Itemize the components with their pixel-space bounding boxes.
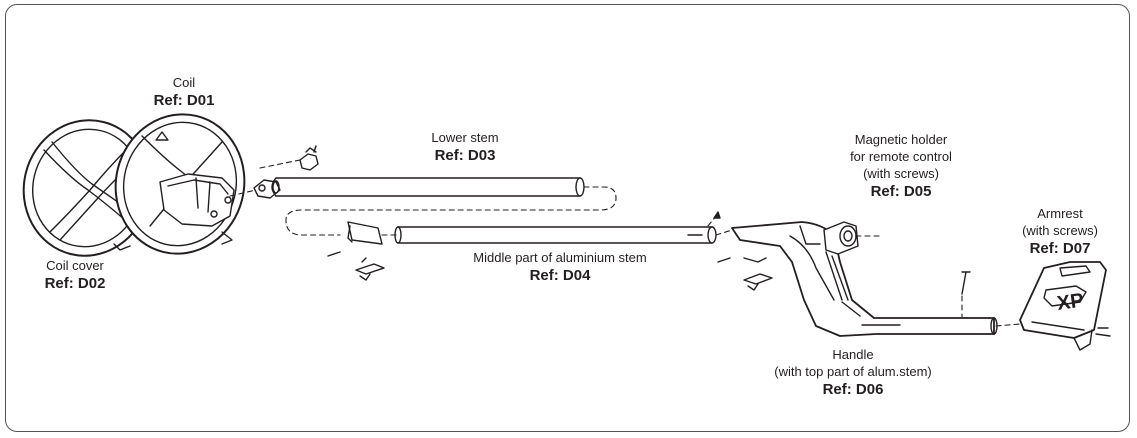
handle-ref: Ref: D06: [822, 381, 884, 398]
magnetic-holder-part: [823, 221, 859, 255]
logo-xp: XP: [1056, 289, 1085, 315]
lower-stem-name: Lower stem: [431, 130, 499, 145]
middle-stem-part: [394, 226, 717, 244]
handle-part: [717, 221, 998, 337]
handle-label: Handle (with top part of alum.stem) Ref:…: [748, 346, 958, 400]
handle-line2: (with top part of alum.stem): [774, 364, 932, 379]
coil-cover-part: [22, 119, 152, 257]
magnetic-holder-label: Magnetic holder for remote control (with…: [826, 131, 976, 202]
coil-part: [114, 113, 246, 255]
lower-stem-part: [271, 177, 585, 197]
magnetic-holder-line1: Magnetic holder: [854, 132, 948, 147]
armrest-ref: Ref: D07: [1029, 240, 1091, 257]
middle-stem-ref: Ref: D04: [529, 267, 591, 284]
middle-stem-label: Middle part of aluminium stem Ref: D04: [445, 249, 675, 286]
armrest-line1: Armrest: [1037, 206, 1083, 221]
coil-connector-parts: [253, 145, 319, 199]
diagram-frame: [5, 4, 1130, 432]
magnetic-holder-line2: for remote control: [850, 149, 952, 164]
lower-stem-label: Lower stem Ref: D03: [405, 129, 525, 166]
middle-stem-name: Middle part of aluminium stem: [473, 250, 647, 265]
armrest-line2: (with screws): [1022, 223, 1098, 238]
coil-label: Coil Ref: D01: [134, 74, 234, 111]
magnetic-holder-ref: Ref: D05: [870, 183, 932, 200]
coil-ref: Ref: D01: [153, 92, 215, 109]
coil-cover-name: Coil cover: [46, 258, 104, 273]
handle-screw-part: [961, 271, 971, 295]
assembly-lines: [229, 159, 1021, 327]
handle-line1: Handle: [832, 347, 874, 362]
coil-name: Coil: [172, 75, 196, 90]
svg-text:XP: XP: [1056, 289, 1085, 315]
stem-clamp-parts: [327, 221, 385, 281]
coil-cover-ref: Ref: D02: [44, 275, 106, 292]
coil-cover-label: Coil cover Ref: D02: [20, 257, 130, 294]
magnetic-holder-line3: (with screws): [863, 166, 939, 181]
armrest-label: Armrest (with screws) Ref: D07: [1010, 205, 1110, 259]
lower-stem-ref: Ref: D03: [434, 147, 496, 164]
armrest-part: [1019, 261, 1111, 351]
